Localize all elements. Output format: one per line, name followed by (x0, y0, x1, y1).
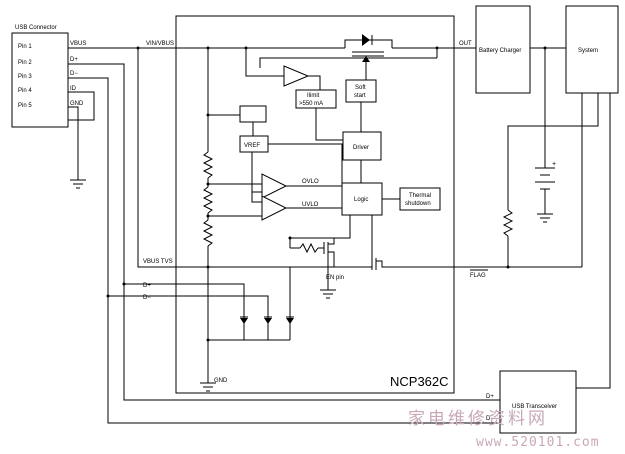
battery-charger-box (475, 5, 531, 94)
flag-pullup-resistor (502, 93, 611, 389)
battery-circuit (535, 48, 555, 223)
system-label: System (578, 48, 598, 54)
driver-label: Driver (353, 145, 369, 151)
chip-dminus-label: D− (143, 295, 151, 301)
signal-dplus-label: D+ (70, 57, 78, 63)
usb-transceiver-box (499, 370, 577, 434)
ilimit-label-2: >550 mA (299, 101, 323, 107)
logic-label: Logic (354, 197, 368, 203)
uvlo-comparator (208, 192, 342, 221)
ilimit-to-driver (315, 108, 343, 141)
watermark-chinese: 家电维修资料网 (408, 409, 548, 429)
signal-vbus-label: VBUS (70, 41, 86, 47)
system-box (565, 5, 619, 94)
ilimit-label-1: Ilimit (307, 93, 320, 99)
chip-name: NCP362C (390, 374, 449, 389)
soft-start-label-2: start (354, 93, 366, 99)
battery-charger-label: Battery Charger (479, 48, 521, 54)
vbus-tvs-label: VBUS TVS (143, 259, 173, 265)
en-pin-label: EN pin (326, 275, 344, 281)
out-label: OUT (459, 41, 472, 47)
ncp362c-chip-outline (175, 15, 455, 394)
signal-gnd-label: GND (70, 101, 84, 107)
transceiver-dplus-label: D+ (486, 394, 494, 400)
pin-4-label: Pin 4 (18, 88, 32, 94)
thermal-label-2: shutdown (405, 201, 431, 207)
ovlo-label: OVLO (302, 179, 319, 185)
gnd-label: GND (214, 378, 228, 384)
usb-connector-title: USB Connector (15, 25, 57, 31)
signal-dminus-label: D− (70, 71, 78, 77)
mosfet-switch (344, 34, 393, 80)
thermal-label-1: Thermal (409, 193, 431, 199)
connector-wiring (68, 46, 500, 424)
pin-5-label: Pin 5 (18, 103, 32, 109)
signal-id-label: ID (70, 86, 77, 92)
reference-block (239, 105, 267, 123)
chip-ground (200, 382, 216, 392)
ilimit-amplifier (245, 48, 437, 90)
chip-dplus-label: D+ (143, 283, 151, 289)
vin-vbus-label: VIN/VBUS (146, 41, 174, 47)
logic-block (341, 182, 383, 216)
vref-to-logic (268, 143, 343, 183)
watermark-url: www.520101.com (476, 435, 600, 450)
pin-1-label: Pin 1 (18, 44, 32, 50)
transceiver-dminus-label: D− (486, 416, 494, 422)
pin-3-label: Pin 3 (18, 74, 32, 80)
usb-transceiver-label: USB Transceiver (512, 404, 557, 410)
usb-connector-box (11, 32, 69, 128)
pin-2-label: Pin 2 (18, 60, 32, 66)
uvlo-label: UVLO (302, 202, 319, 208)
soft-start-label-1: Soft (355, 85, 366, 91)
flag-label: FLAG (470, 273, 486, 279)
flag-transistor (371, 215, 582, 270)
ovlo-comparator (208, 152, 342, 199)
esd-diodes (176, 267, 294, 341)
battery-plus-label: + (552, 161, 556, 168)
driver-block (342, 131, 382, 161)
resistor-divider (202, 48, 240, 383)
vref-label: VREF (244, 143, 260, 149)
en-pin-circuit (288, 215, 351, 299)
